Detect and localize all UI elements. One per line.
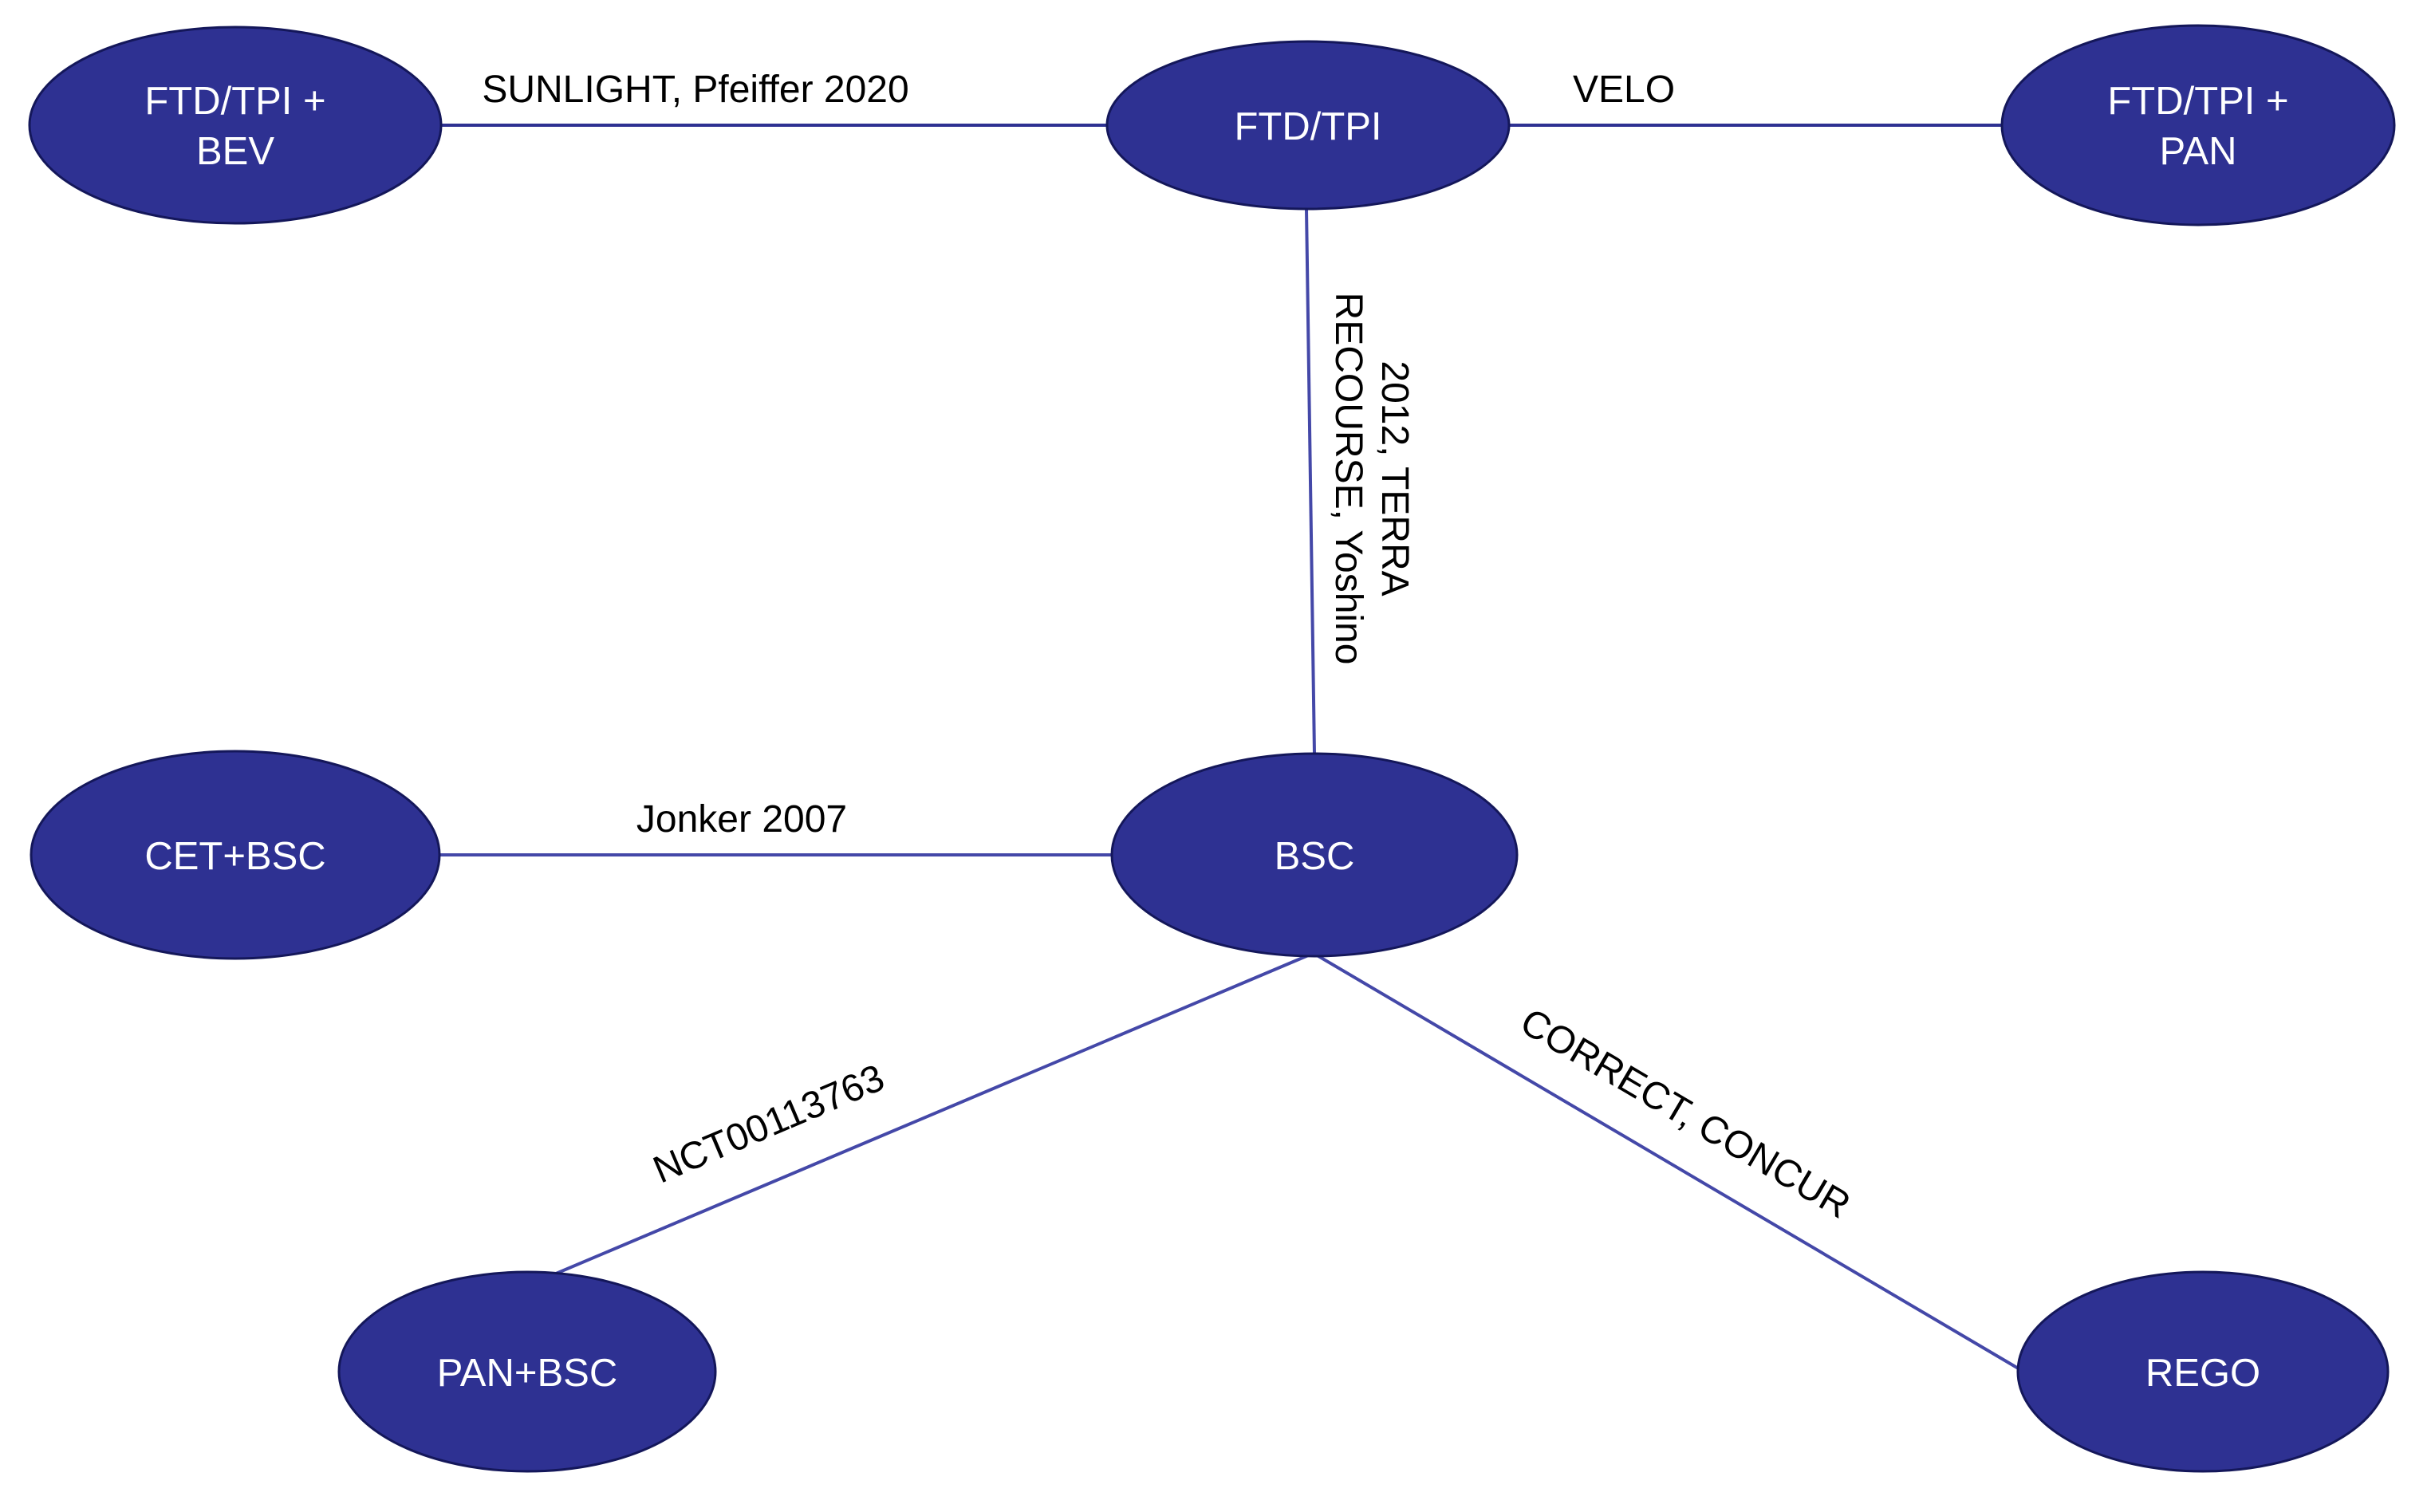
node-label-ftd-tpi-bev-line2: BEV: [196, 130, 274, 173]
nodes-layer: FTD/TPI + BEV FTD/TPI FTD/TPI + PAN CET+…: [28, 24, 2396, 1473]
edge-label-recourse-line1: RECOURSE, Yoshino: [1327, 293, 1369, 665]
node-label-rego: REGO: [2145, 1352, 2260, 1395]
node-ellipse-ftd-tpi-bev[interactable]: [28, 26, 443, 225]
node-label-ftd-tpi: FTD/TPI: [1234, 105, 1381, 148]
node-label-ftd-tpi-pan-line1: FTD/TPI +: [2107, 80, 2288, 123]
edge-labels-layer: SUNLIGHT, Pfeiffer 2020 VELO RECOURSE, Y…: [482, 69, 1857, 1227]
node-label-bsc: BSC: [1275, 835, 1355, 878]
node-ellipse-ftd-tpi-pan[interactable]: [2000, 24, 2396, 226]
node-rego[interactable]: REGO: [2016, 1270, 2390, 1473]
edge-bsc-to-pan-bsc: [550, 952, 1313, 1278]
edge-label-jonker: Jonker 2007: [636, 798, 847, 841]
edge-label-recourse-group: RECOURSE, Yoshino 2012, TERRA: [1327, 293, 1416, 665]
node-pan-bsc[interactable]: PAN+BSC: [337, 1270, 717, 1473]
edge-label-nct-group: NCT00113763: [648, 1057, 891, 1191]
node-label-cet-bsc: CET+BSC: [144, 835, 325, 878]
edge-label-recourse-line2: 2012, TERRA: [1373, 360, 1416, 596]
edges-layer: [439, 124, 2023, 1372]
node-bsc[interactable]: BSC: [1110, 752, 1519, 958]
node-label-ftd-tpi-bev-line1: FTD/TPI +: [144, 80, 325, 123]
node-ellipse-bsc[interactable]: [1110, 752, 1519, 958]
node-label-pan-bsc: PAN+BSC: [437, 1352, 617, 1395]
node-ellipse-pan-bsc[interactable]: [337, 1270, 717, 1473]
edge-label-sunlight: SUNLIGHT, Pfeiffer 2020: [482, 69, 908, 111]
edge-label-correct-group: CORRECT, CONCUR: [1513, 1001, 1857, 1227]
node-ellipse-ftd-tpi[interactable]: [1105, 40, 1511, 211]
node-cet-bsc[interactable]: CET+BSC: [30, 750, 441, 960]
node-label-ftd-tpi-pan-line2: PAN: [2159, 130, 2236, 173]
edge-label-correct-concur: CORRECT, CONCUR: [1513, 1001, 1857, 1227]
edge-ftd-tpi-to-bsc: [1305, 208, 1316, 754]
edge-label-nct: NCT00113763: [648, 1057, 891, 1191]
edge-label-velo: VELO: [1573, 69, 1675, 111]
edge-bsc-to-rego: [1313, 952, 2023, 1372]
node-ftd-tpi-bev[interactable]: FTD/TPI + BEV: [28, 26, 443, 225]
node-ftd-tpi[interactable]: FTD/TPI: [1105, 40, 1511, 211]
node-ellipse-cet-bsc[interactable]: [30, 750, 441, 960]
node-ftd-tpi-pan[interactable]: FTD/TPI + PAN: [2000, 24, 2396, 226]
node-ellipse-rego[interactable]: [2016, 1270, 2390, 1473]
